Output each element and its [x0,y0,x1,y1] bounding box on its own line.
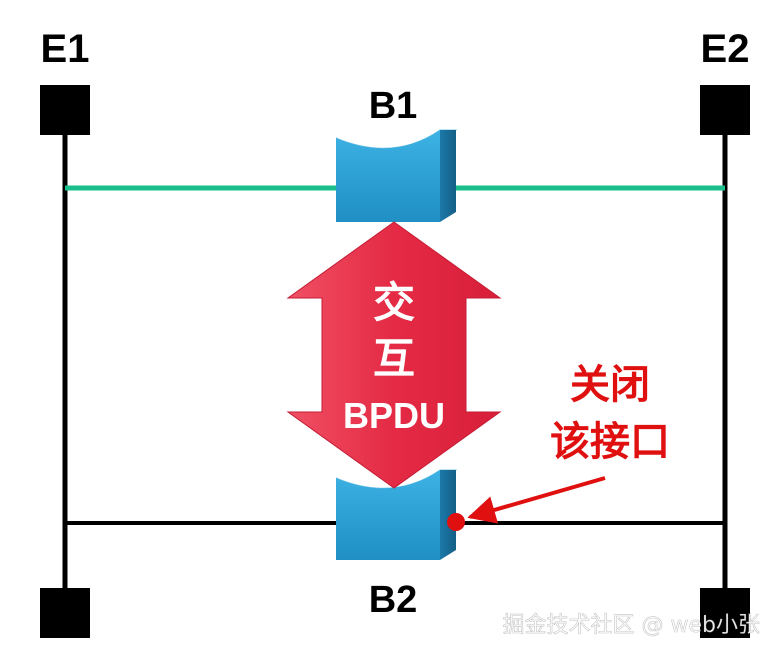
bridge-b1: B1 [335,85,458,222]
watermark-text: 掘金技术社区 @ web小张 [503,613,760,638]
arrow-text-line1: 交 [373,279,415,326]
e1-label: E1 [41,27,90,71]
arrow-text-line2: 互 [373,335,415,382]
bridge-b2: B2 [335,469,458,621]
bpdu-arrow-shape [286,221,502,489]
callout-text-line1: 关闭 [570,363,650,407]
bridge-b1-side-face [440,130,456,222]
end-station-e2: E2 [700,27,750,638]
blocked-port-callout: 关闭 该接口 [447,363,670,531]
bridge-b2-side-face [440,470,456,560]
arrow-text-line3: BPDU [343,395,445,436]
b2-label: B2 [369,579,418,621]
callout-text-line2: 该接口 [550,420,670,464]
end-station-e1-bottom-square [40,588,90,638]
end-station-e2-top-square [700,85,750,135]
end-station-e1: E1 [40,27,90,638]
b1-label: B1 [369,85,418,127]
bridge-b1-front-face [336,130,440,222]
end-station-e2-bottom-square [700,588,750,638]
bpdu-exchange-arrow: 交 互 BPDU [286,221,502,489]
callout-arrow-line [467,476,606,524]
end-station-e1-top-square [40,85,90,135]
bridge-b2-front-face [336,470,440,560]
blocked-port-dot [447,513,465,531]
e2-label: E2 [701,27,750,71]
